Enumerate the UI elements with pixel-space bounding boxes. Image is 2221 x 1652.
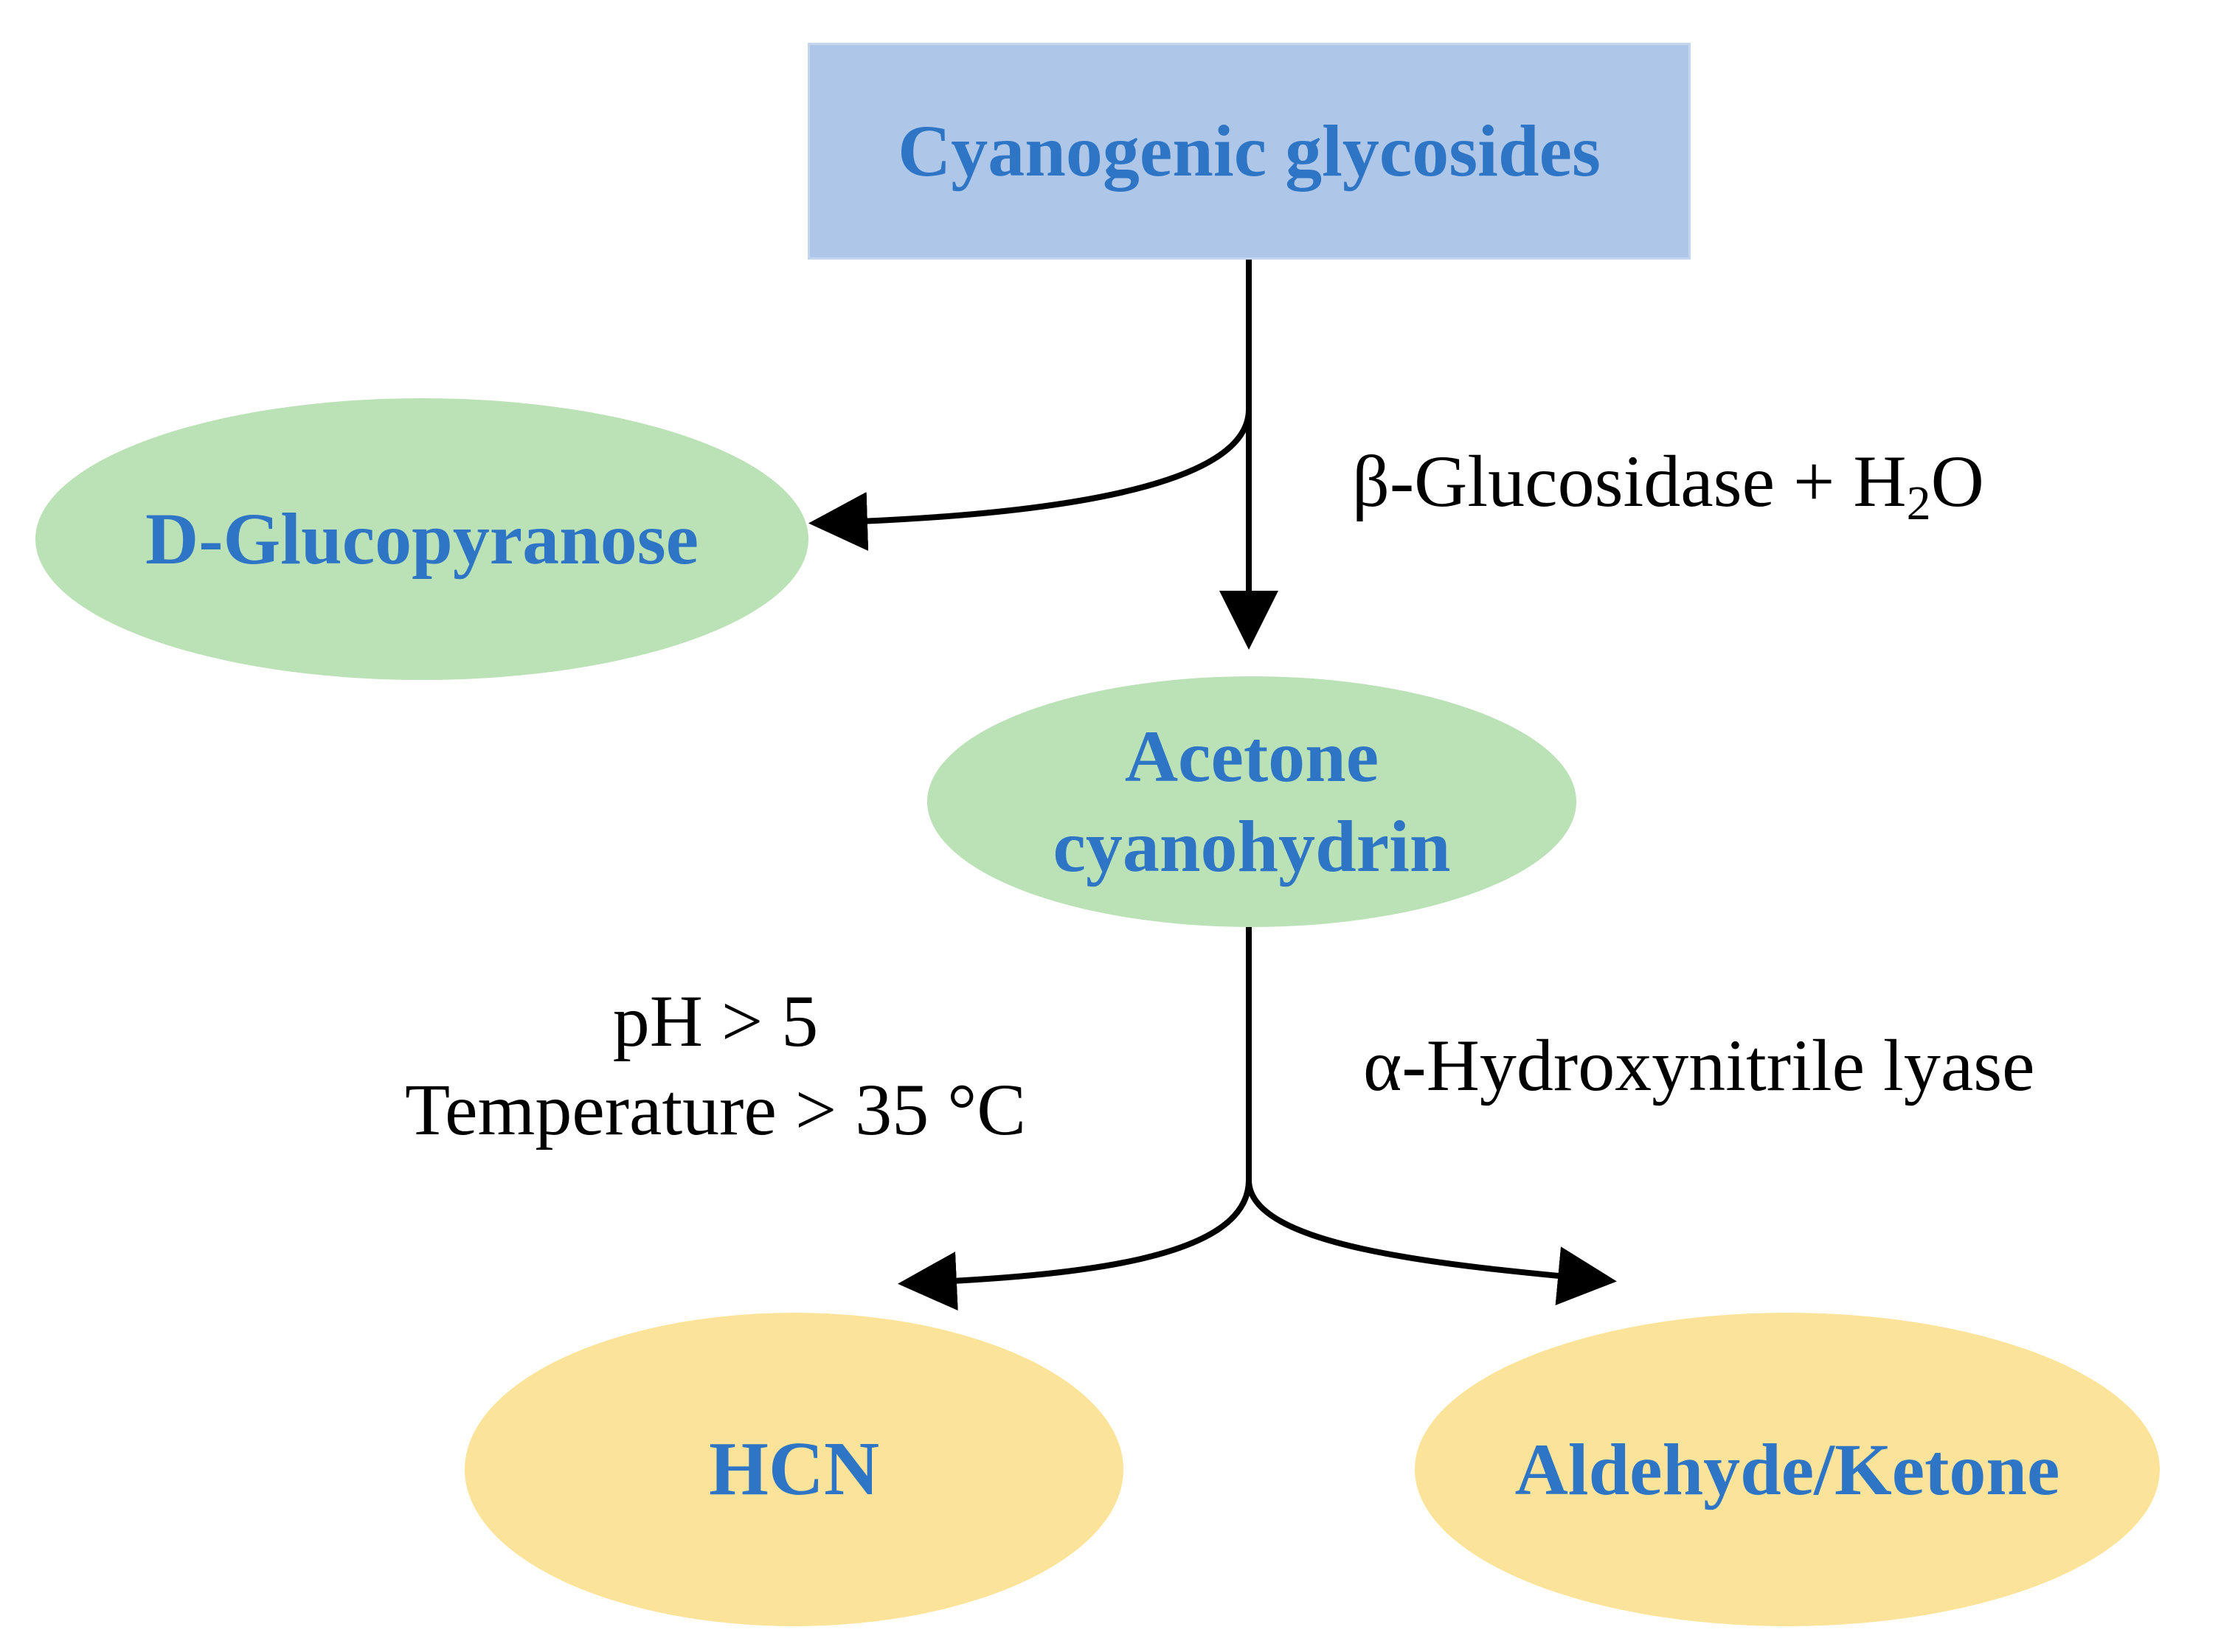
acetone-cyanohydrin-label-line1: Acetone xyxy=(1124,715,1379,797)
lyase-text: α-Hydroxynitrile lyase xyxy=(1363,1024,2035,1106)
d-glucopyranose-node: D-Glucopyranose xyxy=(35,398,808,680)
ph-condition-text: pH > 5 xyxy=(612,980,819,1062)
glucosidase-text: β-Glucosidase + H xyxy=(1352,440,1907,522)
hcn-node: HCN xyxy=(465,1313,1123,1626)
beta-glucosidase-condition-label: β-Glucosidase + H2O xyxy=(1352,437,1984,528)
acetone-cyanohydrin-label-line2: cyanohydrin xyxy=(1053,805,1451,887)
acetone-cyanohydrin-node: Acetone cyanohydrin xyxy=(927,676,1576,927)
cyanogenic-glycosides-node: Cyanogenic glycosides xyxy=(808,43,1691,260)
aldehyde-ketone-node: Aldehyde/Ketone xyxy=(1415,1313,2160,1626)
arrow-to-hcn xyxy=(898,1179,1252,1311)
arrow-to-d-glucopyranose xyxy=(808,409,1252,551)
cyanogenic-glycosides-label: Cyanogenic glycosides xyxy=(898,110,1601,192)
alpha-hydroxynitrile-lyase-label: α-Hydroxynitrile lyase xyxy=(1363,1021,2035,1110)
ph-temperature-condition-label: pH > 5 Temperature > 35 °C xyxy=(325,977,1106,1154)
d-glucopyranose-label: D-Glucopyranose xyxy=(145,498,699,580)
water-subscript: 2 xyxy=(1906,476,1931,530)
aldehyde-ketone-label: Aldehyde/Ketone xyxy=(1514,1428,2060,1510)
glucosidase-suffix: O xyxy=(1930,440,1984,522)
temperature-condition-text: Temperature > 35 °C xyxy=(405,1069,1026,1150)
hcn-label: HCN xyxy=(708,1426,880,1512)
arrow-to-aldehyde-ketone xyxy=(1246,1179,1617,1305)
